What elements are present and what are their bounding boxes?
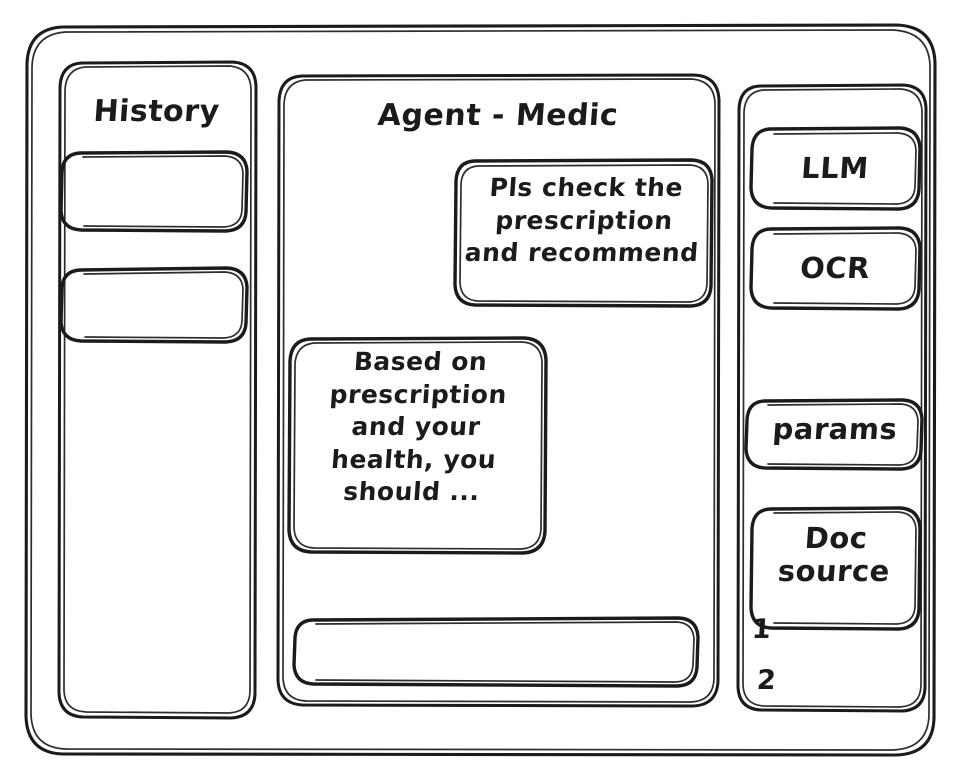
tool-chip-params-label: params (771, 412, 899, 446)
doc-source-item-1[interactable]: 1 (750, 614, 773, 645)
composer-input[interactable] (294, 618, 698, 686)
history-panel-title: History (92, 94, 221, 129)
tool-chip-llm-label: LLM (800, 151, 870, 185)
tool-chip-ocr-label: OCR (798, 251, 872, 285)
main-panel-title: Agent - Medic (376, 98, 620, 133)
doc-source-item-2[interactable]: 2 (755, 665, 778, 696)
history-item-1[interactable] (61, 152, 247, 231)
history-item-2[interactable] (61, 268, 247, 342)
